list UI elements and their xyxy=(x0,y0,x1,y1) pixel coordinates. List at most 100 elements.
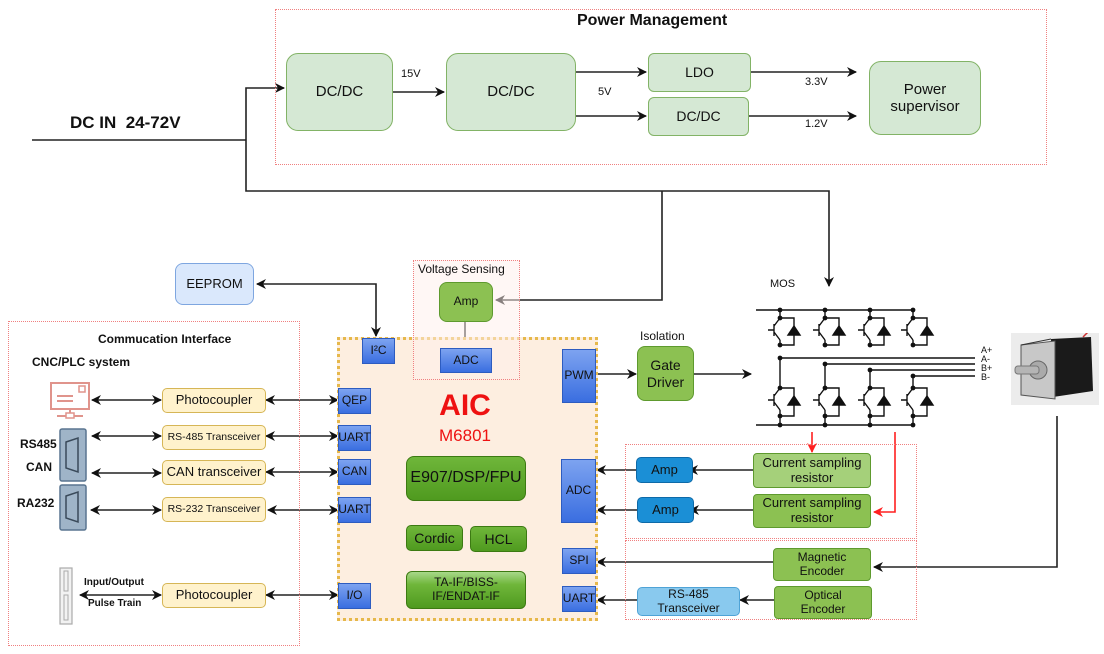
can-transceiver[interactable]: CAN transceiver xyxy=(162,460,266,485)
rs485-transceiver[interactable]: RS-485 Transceiver xyxy=(162,425,266,450)
diode-symbol xyxy=(786,394,802,406)
current-amp-2[interactable]: Amp xyxy=(637,497,694,523)
junction-dot xyxy=(910,307,916,313)
db9-connector-icon[interactable] xyxy=(59,484,87,531)
eeprom-i2c-wire xyxy=(256,279,381,337)
power-management-group xyxy=(275,9,1047,165)
photocoupler-1[interactable]: Photocoupler xyxy=(162,388,266,413)
ra232-connector-label: RA232 xyxy=(17,496,55,510)
core-block[interactable]: E907/DSP/FPU xyxy=(406,456,526,501)
current-amp-1[interactable]: Amp xyxy=(636,457,693,483)
junction-dot xyxy=(777,413,783,419)
io-label-top: Input/Output xyxy=(84,577,144,588)
uart-port-2[interactable]: UART xyxy=(338,497,371,523)
junction-dot xyxy=(777,307,783,313)
adc-current-port[interactable]: ADC xyxy=(561,459,596,523)
encoder-group xyxy=(625,540,917,620)
phase-b-minus: B- xyxy=(981,372,990,382)
voltage-sensing-amp[interactable]: Amp xyxy=(439,282,493,322)
junction-dot xyxy=(777,385,783,391)
spi-port[interactable]: SPI xyxy=(562,548,596,574)
communication-interface-group xyxy=(8,321,300,646)
phase-lines xyxy=(780,357,975,377)
dc-in-to-dcdc1 xyxy=(245,83,285,140)
photocoupler-2[interactable]: Photocoupler xyxy=(162,583,266,608)
rail-5v-label: 5V xyxy=(598,86,612,98)
rail-12v-label: 1.2V xyxy=(805,118,828,130)
hcl-block[interactable]: HCL xyxy=(470,526,527,552)
phase-a-plus: A+ xyxy=(981,345,993,355)
io-label-bottom: Pulse Train xyxy=(88,598,142,609)
uart-encoder-port[interactable]: UART xyxy=(562,586,596,612)
junction-dot xyxy=(822,422,828,428)
bus-to-vs-amp xyxy=(495,191,663,305)
igbt-symbol xyxy=(813,317,826,341)
rail-33v-label: 3.3V xyxy=(805,76,828,88)
eeprom-block[interactable]: EEPROM xyxy=(175,263,254,305)
junction-dot xyxy=(910,422,916,428)
current-sampling-resistor-2[interactable]: Current sampling resistor xyxy=(753,494,871,528)
mos-bridge xyxy=(756,307,935,428)
junction-dot xyxy=(822,315,828,321)
rs485-encoder-transceiver[interactable]: RS-485 Transceiver xyxy=(637,587,740,616)
rs485-connector-label: RS485 xyxy=(20,437,57,451)
junction-dot xyxy=(867,385,873,391)
encoder-interface-block[interactable]: TA-IF/BISS-IF/ENDAT-IF xyxy=(406,571,526,609)
dcdc-5v-block[interactable]: DC/DC xyxy=(446,53,576,131)
igbt-symbol xyxy=(813,387,826,411)
aic-model: M6801 xyxy=(439,426,491,446)
current-sampling-resistor-1[interactable]: Current sampling resistor xyxy=(753,453,871,488)
power-supervisor-block[interactable]: Power supervisor xyxy=(869,61,981,135)
junction-dot xyxy=(867,422,873,428)
pwm-port[interactable]: PWM xyxy=(562,349,596,403)
rs232-transceiver[interactable]: RS-232 Transceiver xyxy=(162,497,266,522)
red-sense-2 xyxy=(873,432,896,517)
comm-title: Commucation Interface xyxy=(98,332,232,346)
mos-label: MOS xyxy=(770,278,796,290)
junction-dot xyxy=(910,342,916,348)
dcdc-12v-block[interactable]: DC/DC xyxy=(648,97,749,136)
magnetic-encoder-block[interactable]: Magnetic Encoder xyxy=(773,548,871,581)
igbt-symbol xyxy=(858,317,871,341)
i2c-port[interactable]: I²C xyxy=(362,338,395,364)
junction-dot xyxy=(910,413,916,419)
io-connector-icon[interactable] xyxy=(59,567,73,625)
aic-title: AIC xyxy=(439,388,491,422)
db9-connector-icon[interactable] xyxy=(59,428,87,482)
can-port[interactable]: CAN xyxy=(338,459,371,485)
igbt-symbol xyxy=(901,387,914,411)
cordic-block[interactable]: Cordic xyxy=(406,525,463,551)
junction-dot xyxy=(822,413,828,419)
igbt-symbol xyxy=(768,387,781,411)
diode-symbol xyxy=(919,324,935,336)
diode-symbol xyxy=(831,324,847,336)
uart-port-1[interactable]: UART xyxy=(338,425,371,451)
isolation-label: Isolation xyxy=(640,329,685,343)
adc-voltage-port[interactable]: ADC xyxy=(440,348,492,373)
gate-driver-block[interactable]: Gate Driver xyxy=(637,346,694,401)
dcdc-15v-block[interactable]: DC/DC xyxy=(286,53,393,131)
junction-dot xyxy=(867,413,873,419)
io-port[interactable]: I/O xyxy=(338,583,371,609)
diode-symbol xyxy=(919,394,935,406)
junction-dot xyxy=(867,342,873,348)
junction-dot xyxy=(822,307,828,313)
current-sense-group xyxy=(625,444,917,539)
phase-b-plus: B+ xyxy=(981,363,993,373)
ldo-block[interactable]: LDO xyxy=(648,53,751,92)
junction-dot xyxy=(777,342,783,348)
dc-in-label: DC IN 24-72V xyxy=(70,113,181,132)
computer-icon xyxy=(49,381,91,419)
diode-symbol xyxy=(876,394,892,406)
dc-in-bus xyxy=(245,140,834,287)
can-connector-label: CAN xyxy=(26,460,52,474)
power-management-title: Power Management xyxy=(577,12,728,29)
junction-dot xyxy=(822,342,828,348)
junction-dot xyxy=(777,315,783,321)
igbt-symbol xyxy=(768,317,781,341)
junction-dot xyxy=(867,307,873,313)
qep-port[interactable]: QEP xyxy=(338,388,371,414)
stepper-motor-image xyxy=(1011,330,1099,405)
optical-encoder-block[interactable]: Optical Encoder xyxy=(774,586,872,619)
cnc-plc-label: CNC/PLC system xyxy=(32,355,131,369)
